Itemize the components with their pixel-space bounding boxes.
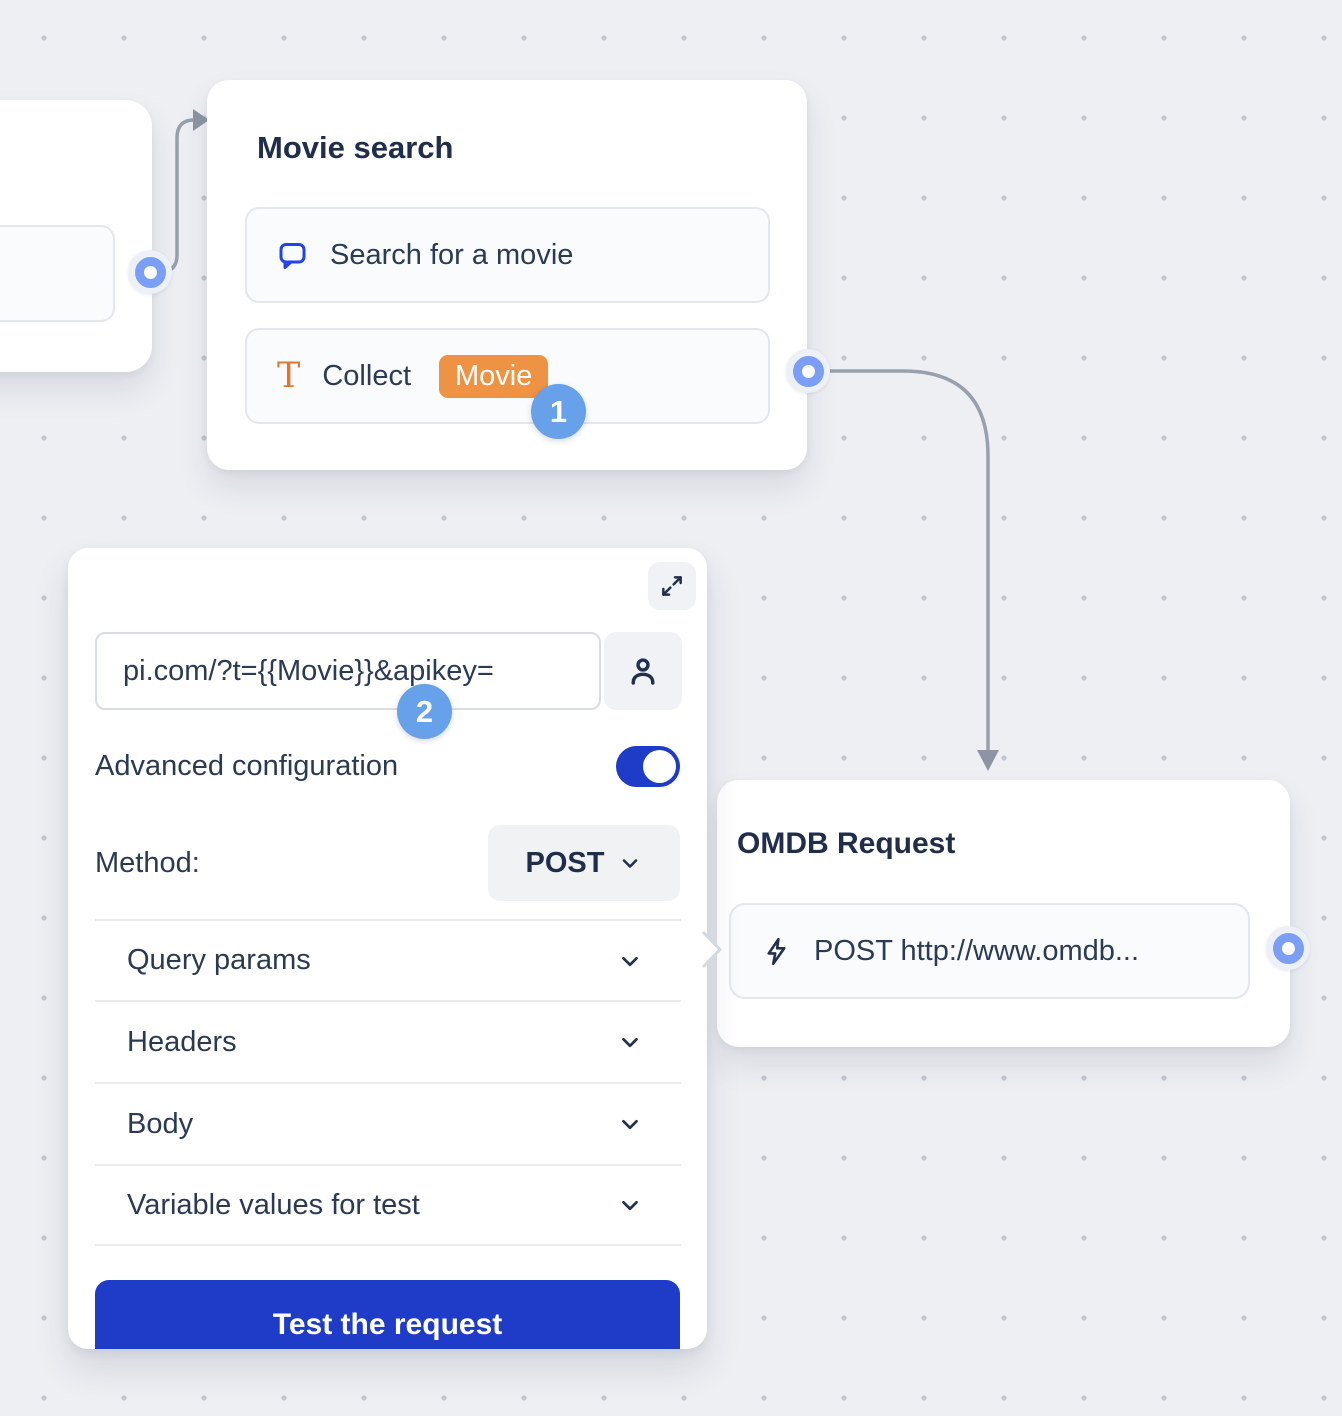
input-notch-omdb [698, 925, 728, 975]
node-title: Movie search [257, 128, 453, 168]
person-icon [625, 653, 661, 689]
node-movie-search[interactable]: Movie search Search for a movie T Collec… [207, 80, 807, 470]
webhook-item-label: POST http://www.omdb... [814, 935, 1139, 968]
expand-icon [659, 573, 685, 599]
section-label: Query params [127, 944, 311, 977]
method-dropdown[interactable]: POST [488, 825, 680, 901]
section-label: Body [127, 1108, 193, 1141]
step-badge-1: 1 [531, 384, 586, 439]
output-port-omdb[interactable] [1266, 926, 1310, 970]
variables-button[interactable] [604, 632, 682, 710]
step-badge-2: 2 [397, 684, 452, 739]
section-label: Variable values for test [127, 1189, 420, 1222]
section-variable-values[interactable]: Variable values for test [95, 1164, 681, 1246]
method-row: Method: POST [95, 825, 680, 901]
chevron-down-icon [618, 851, 642, 875]
arrowhead-down [977, 750, 999, 771]
chevron-down-icon [617, 948, 643, 974]
output-port-movie-search[interactable] [786, 349, 830, 393]
port-ring [135, 257, 166, 288]
advanced-configuration-toggle[interactable] [616, 746, 680, 787]
message-item-label: Search for a movie [330, 239, 573, 272]
section-headers[interactable]: Headers [95, 1000, 681, 1082]
collect-item[interactable]: T Collect Movie [245, 328, 770, 424]
method-value: POST [526, 847, 605, 880]
chevron-down-icon [617, 1029, 643, 1055]
advanced-configuration-label: Advanced configuration [95, 750, 398, 783]
connector-movie-search-to-omdb [808, 371, 988, 751]
port-ring [1273, 933, 1304, 964]
test-request-button[interactable]: Test the request [95, 1280, 680, 1349]
webhook-item[interactable]: POST http://www.omdb... [729, 903, 1250, 999]
section-label: Headers [127, 1026, 237, 1059]
config-sections: Query params Headers Body Variable value… [95, 919, 681, 1246]
url-input-value: pi.com/?t={{Movie}}&apikey= [123, 655, 494, 688]
method-label: Method: [95, 847, 200, 880]
webhook-config-panel: pi.com/?t={{Movie}}&apikey= Advanced con… [68, 548, 707, 1349]
message-item[interactable]: Search for a movie [245, 207, 770, 303]
chat-bubble-icon [277, 240, 308, 271]
section-body[interactable]: Body [95, 1082, 681, 1164]
partial-node-item[interactable] [0, 225, 115, 322]
expand-button[interactable] [648, 562, 696, 610]
port-ring [793, 356, 824, 387]
url-input[interactable]: pi.com/?t={{Movie}}&apikey= [95, 632, 601, 710]
output-port-partial-card[interactable] [128, 250, 172, 294]
variable-chip-movie: Movie [439, 355, 548, 398]
chevron-down-icon [617, 1192, 643, 1218]
node-omdb-request[interactable]: OMDB Request POST http://www.omdb... [717, 780, 1290, 1047]
text-input-icon: T [277, 359, 300, 394]
lightning-icon [761, 936, 792, 967]
section-query-params[interactable]: Query params [95, 919, 681, 1000]
connector-left-to-movie-search [150, 120, 195, 272]
node-title: OMDB Request [737, 824, 955, 864]
chevron-down-icon [617, 1111, 643, 1137]
toggle-knob [643, 750, 676, 783]
partial-node-card[interactable] [0, 100, 152, 372]
collect-item-label: Collect [322, 360, 411, 393]
